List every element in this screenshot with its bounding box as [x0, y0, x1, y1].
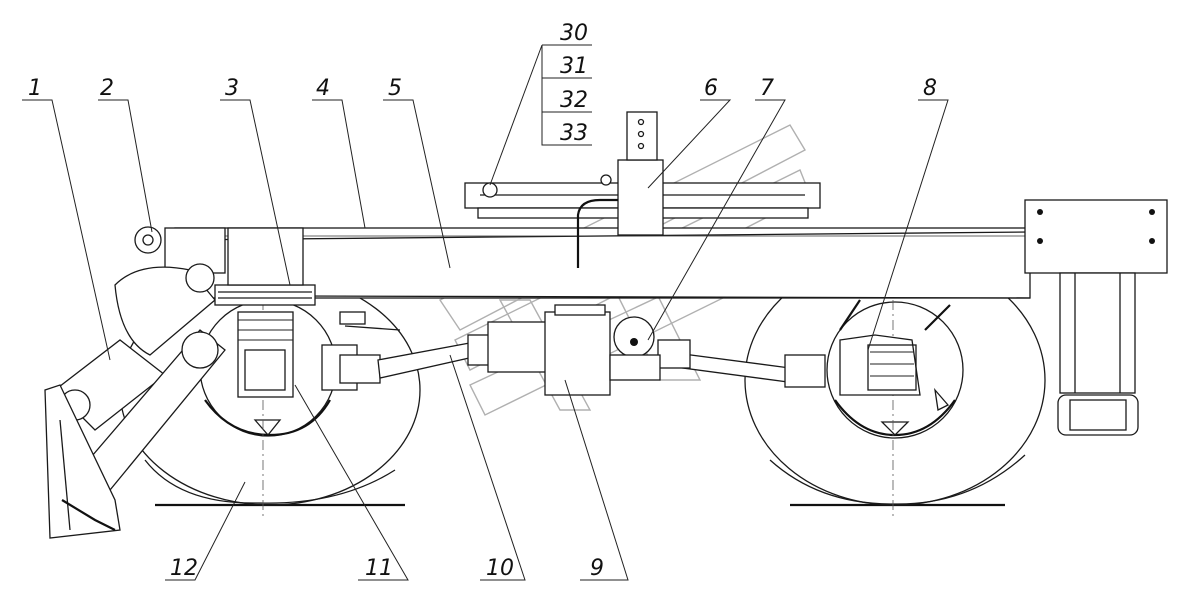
right-axle-hub [839, 299, 951, 396]
right-wheel [744, 254, 1046, 520]
callout-31: 31 [560, 54, 588, 79]
left-axle-hub [237, 311, 381, 398]
callout-30: 30 [560, 21, 588, 46]
callout-32: 32 [560, 88, 588, 113]
callout-2: 2 [100, 76, 114, 101]
callout-7: 7 [760, 76, 774, 101]
callout-5: 5 [388, 76, 402, 101]
callout-9: 9 [590, 556, 604, 581]
callout-4: 4 [316, 76, 330, 101]
callout-3: 3 [225, 76, 239, 101]
spring-assembly [214, 227, 316, 306]
leader-lines [22, 44, 949, 581]
callout-12: 12 [170, 556, 198, 581]
gearbox [544, 304, 661, 396]
callout-1: 1 [28, 76, 42, 101]
chassis-frame [174, 227, 1031, 299]
callout-labels: 1 2 3 4 5 6 7 8 9 10 11 12 30 31 32 33 [28, 21, 937, 581]
hitch-arm [44, 226, 226, 539]
callout-8: 8 [923, 76, 937, 101]
callout-6: 6 [704, 76, 718, 101]
callout-33: 33 [560, 121, 588, 146]
callout-11: 11 [365, 556, 393, 581]
rear-bracket-block [1024, 199, 1168, 436]
drive-shafts [377, 321, 826, 388]
top-platform [464, 111, 821, 268]
small-bracket [339, 311, 401, 331]
callout-10: 10 [486, 556, 514, 581]
